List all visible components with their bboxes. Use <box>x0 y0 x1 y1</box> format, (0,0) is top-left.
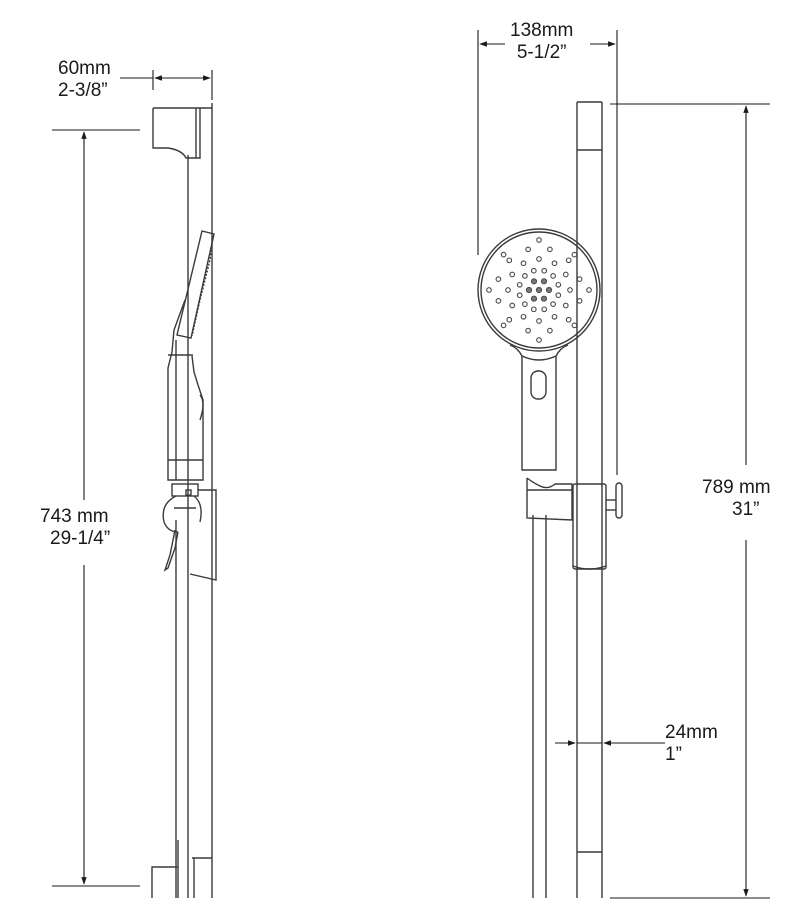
nozzle-icon <box>536 256 542 262</box>
label-side-height-imperial: 29-1/4” <box>50 528 111 549</box>
nozzle-icon <box>509 271 516 278</box>
nozzle-icon <box>547 246 553 253</box>
nozzle-icon <box>540 295 548 302</box>
nozzle-icon <box>530 267 537 274</box>
dim-side-depth <box>120 70 213 100</box>
nozzle-icon <box>506 316 513 323</box>
nozzle-icon <box>530 295 538 302</box>
front-hose <box>532 515 547 898</box>
nozzle-icon <box>525 246 531 253</box>
nozzle-icon <box>536 337 542 343</box>
side-slider-holder <box>162 483 217 898</box>
nozzle-icon <box>565 257 572 264</box>
nozzle-icon <box>541 306 548 313</box>
label-head-width: 138mm 5-1/2” <box>510 20 573 64</box>
side-handshower <box>167 230 215 481</box>
nozzle-icon <box>516 292 523 299</box>
nozzle-icon <box>555 281 562 288</box>
dim-front-height <box>610 103 770 899</box>
label-front-height-metric: 789 mm <box>702 477 771 498</box>
side-view <box>52 70 217 898</box>
side-slide-bar <box>187 103 213 898</box>
nozzle-icon <box>565 316 572 323</box>
nozzle-icon <box>536 237 542 243</box>
nozzle-icon <box>525 327 531 334</box>
front-handshower-head <box>477 228 601 471</box>
nozzle-icon <box>522 301 528 307</box>
nozzle-icon <box>509 302 516 309</box>
label-front-height-imperial: 31” <box>732 499 760 520</box>
label-side-depth-metric: 60mm <box>58 58 111 79</box>
nozzle-icon <box>586 287 592 293</box>
nozzle-icon <box>522 273 528 279</box>
nozzle-icon <box>540 278 548 285</box>
nozzle-icon <box>541 267 548 274</box>
nozzle-icon <box>495 298 502 304</box>
label-side-height: 743 mm 29-1/4” <box>40 506 110 550</box>
nozzle-icon <box>530 306 537 313</box>
nozzle-icon <box>520 260 527 267</box>
nozzle-icon <box>571 251 578 258</box>
nozzle-icon <box>500 322 507 329</box>
nozzle-icon <box>500 251 507 258</box>
dim-head-width <box>477 30 618 475</box>
nozzle-icon <box>562 271 569 278</box>
front-slide-bar <box>576 101 603 898</box>
label-side-depth: 60mm 2-3/8” <box>58 58 111 102</box>
label-bar-width: 24mm 1” <box>665 722 718 766</box>
nozzle-icon <box>567 287 573 293</box>
nozzle-icon <box>536 318 542 324</box>
nozzle-icon <box>550 273 556 279</box>
nozzle-icon <box>576 298 583 304</box>
nozzle-icon <box>550 301 556 307</box>
nozzle-icon <box>571 322 578 329</box>
label-side-depth-imperial: 2-3/8” <box>58 80 108 101</box>
label-head-width-metric: 138mm <box>510 20 574 41</box>
front-holder <box>526 477 623 570</box>
label-bar-width-imperial: 1” <box>665 744 682 765</box>
nozzle-icon <box>505 287 511 293</box>
dim-side-height <box>52 129 140 887</box>
nozzle-icon <box>547 327 553 334</box>
label-head-width-imperial: 5-1/2” <box>516 42 567 63</box>
label-front-height: 789 mm 31” <box>702 477 771 521</box>
nozzle-icon <box>525 286 533 294</box>
spray-nozzles <box>486 237 592 343</box>
nozzle-icon <box>576 276 583 282</box>
label-side-height-metric: 743 mm <box>40 506 109 527</box>
nozzle-icon <box>551 313 558 320</box>
nozzle-icon <box>486 287 492 293</box>
nozzle-icon <box>551 260 558 267</box>
nozzle-icon <box>535 286 543 294</box>
nozzle-icon <box>516 281 523 288</box>
nozzle-icon <box>562 302 569 309</box>
nozzle-icon <box>520 313 527 320</box>
nozzle-icon <box>506 257 513 264</box>
nozzle-icon <box>545 286 553 294</box>
side-bottom-wall-bracket <box>151 840 212 898</box>
nozzle-icon <box>495 276 502 282</box>
label-bar-width-metric: 24mm <box>665 722 718 743</box>
side-top-wall-bracket <box>152 107 212 159</box>
nozzle-icon <box>555 292 562 299</box>
front-view <box>477 30 770 899</box>
nozzle-icon <box>530 278 538 285</box>
